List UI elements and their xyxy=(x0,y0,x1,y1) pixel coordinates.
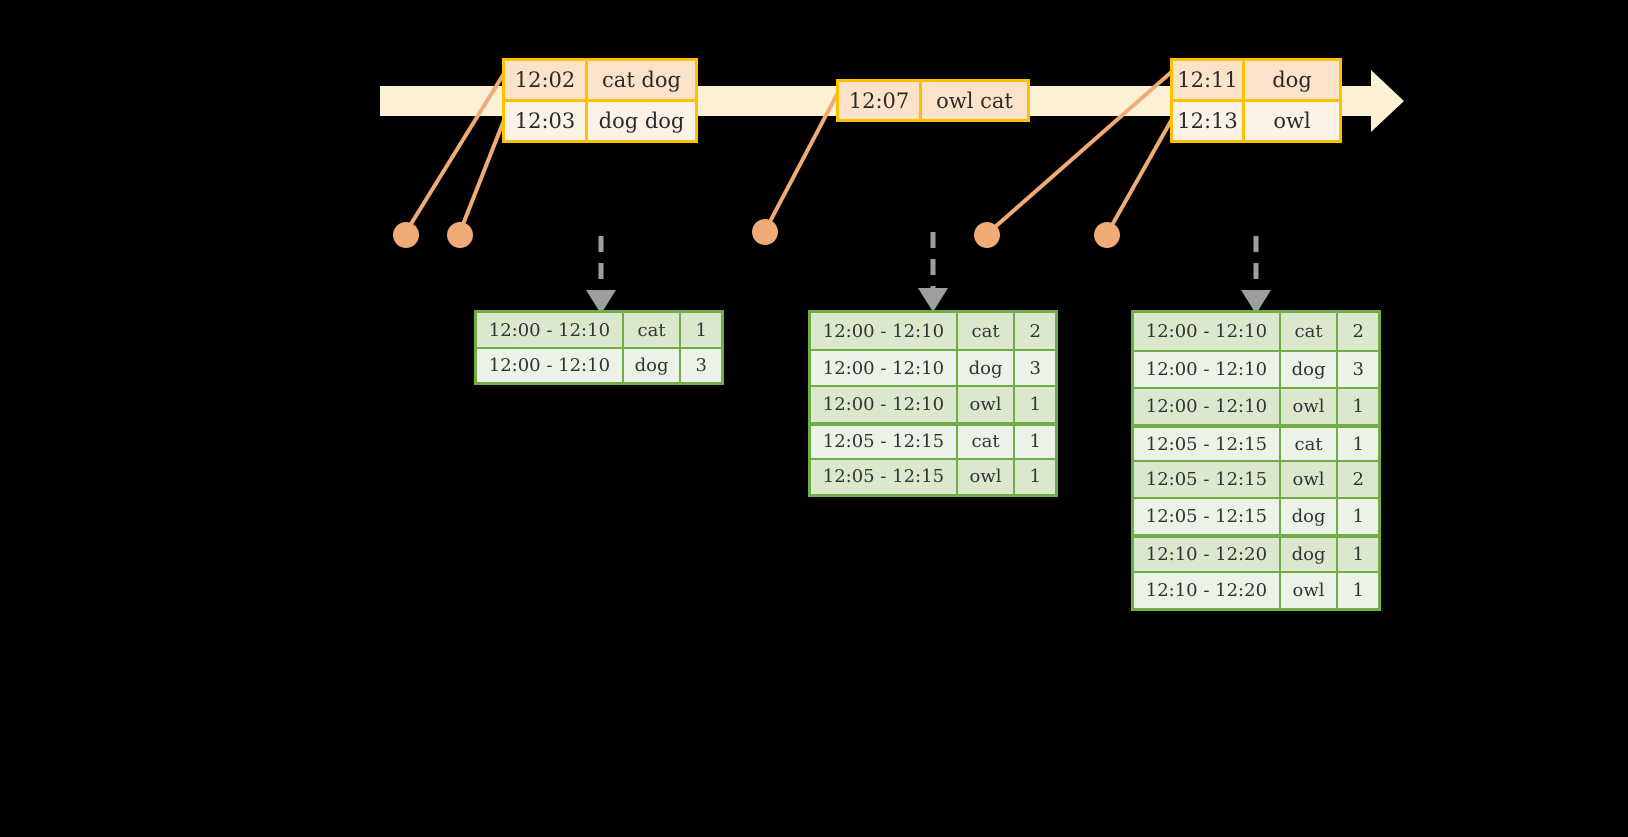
window-cell: 12:05 - 12:15 xyxy=(1134,499,1281,535)
count-cell: 1 xyxy=(1352,395,1364,417)
window-cell: 12:00 - 12:10 xyxy=(477,349,624,382)
connector-dot-2 xyxy=(447,222,473,248)
window-cell: 12:00 - 12:10 xyxy=(1134,388,1281,424)
timeline-arrow-head xyxy=(1371,70,1404,132)
event-words: cat dog xyxy=(602,68,681,92)
key-cell: cat xyxy=(958,425,1016,458)
event-row[interactable]: 12:13 owl xyxy=(1173,99,1339,140)
event-group-3[interactable]: 12:11 dog 12:13 owl xyxy=(1170,58,1342,143)
result-table-3[interactable]: 12:00 - 12:10 cat 2 12:00 - 12:10 dog 3 … xyxy=(1131,310,1381,611)
key-cell: cat xyxy=(958,313,1016,350)
event-time: 12:11 xyxy=(1173,61,1245,99)
table-row[interactable]: 12:00 - 12:10 cat 1 xyxy=(477,313,721,348)
connector-dots xyxy=(393,219,1120,248)
window-cell: 12:00 - 12:10 xyxy=(811,351,958,386)
table-row[interactable]: 12:00 - 12:10 cat 2 xyxy=(1134,313,1378,350)
table-row[interactable]: 12:00 - 12:10 cat 2 xyxy=(811,313,1055,350)
count-cell: 3 xyxy=(1029,357,1041,379)
window-cell: 12:10 - 12:20 xyxy=(1134,573,1281,609)
table-row[interactable]: 12:10 - 12:20 owl 1 xyxy=(1134,571,1378,609)
table-row[interactable]: 12:05 - 12:15 dog 1 xyxy=(1134,497,1378,535)
table-row[interactable]: 12:05 - 12:15 cat 1 xyxy=(1134,423,1378,461)
count-cell: 2 xyxy=(1352,320,1364,342)
table-row[interactable]: 12:00 - 12:10 owl 1 xyxy=(811,385,1055,422)
result-table-2[interactable]: 12:00 - 12:10 cat 2 12:00 - 12:10 dog 3 … xyxy=(808,310,1058,497)
key-cell: dog xyxy=(1281,538,1339,572)
connector-line-1203 xyxy=(458,109,510,233)
key-cell: dog xyxy=(1281,351,1339,387)
window-cell: 12:05 - 12:15 xyxy=(811,425,958,458)
window-cell: 12:10 - 12:20 xyxy=(1134,538,1281,572)
event-time: 12:13 xyxy=(1173,102,1245,140)
event-time: 12:07 xyxy=(839,82,922,119)
table-row[interactable]: 12:00 - 12:10 owl 1 xyxy=(1134,386,1378,424)
key-cell: dog xyxy=(1281,499,1339,535)
count-cell: 1 xyxy=(1029,393,1041,415)
window-cell: 12:00 - 12:10 xyxy=(1134,313,1281,350)
event-words: owl xyxy=(1273,109,1311,133)
connector-dot-3 xyxy=(752,219,778,245)
count-cell: 1 xyxy=(1352,580,1364,602)
key-cell: cat xyxy=(1281,427,1339,461)
result-table-1[interactable]: 12:00 - 12:10 cat 1 12:00 - 12:10 dog 3 xyxy=(474,310,724,385)
event-row[interactable]: 12:03 dog dog xyxy=(505,99,695,140)
connector-dot-1 xyxy=(393,222,419,248)
event-words: dog xyxy=(1272,68,1312,92)
window-cell: 12:00 - 12:10 xyxy=(811,313,958,350)
key-cell: owl xyxy=(958,387,1016,422)
count-cell: 1 xyxy=(1352,544,1364,566)
table-row[interactable]: 12:00 - 12:10 dog 3 xyxy=(811,349,1055,386)
event-group-2[interactable]: 12:07 owl cat xyxy=(836,79,1030,122)
key-cell: dog xyxy=(958,351,1016,386)
table-row[interactable]: 12:05 - 12:15 cat 1 xyxy=(811,421,1055,458)
event-words: dog dog xyxy=(598,109,685,133)
count-cell: 3 xyxy=(1352,358,1364,380)
key-cell: owl xyxy=(1281,388,1339,424)
event-time: 12:03 xyxy=(505,102,588,140)
window-cell: 12:05 - 12:15 xyxy=(811,459,958,494)
connector-line-1213 xyxy=(1105,111,1178,235)
connector-line-1202 xyxy=(404,65,510,234)
count-cell: 2 xyxy=(1352,469,1364,491)
count-cell: 2 xyxy=(1029,320,1041,342)
key-cell: dog xyxy=(624,349,682,382)
window-cell: 12:05 - 12:15 xyxy=(1134,462,1281,498)
window-cell: 12:00 - 12:10 xyxy=(477,313,624,348)
window-cell: 12:00 - 12:10 xyxy=(1134,351,1281,387)
table-row[interactable]: 12:05 - 12:15 owl 1 xyxy=(811,457,1055,494)
connector-line-1207 xyxy=(763,84,844,232)
count-cell: 1 xyxy=(1352,506,1364,528)
table-row[interactable]: 12:00 - 12:10 dog 3 xyxy=(477,347,721,382)
table-row[interactable]: 12:00 - 12:10 dog 3 xyxy=(1134,349,1378,387)
window-cell: 12:05 - 12:15 xyxy=(1134,427,1281,461)
count-cell: 1 xyxy=(1029,431,1041,453)
count-cell: 3 xyxy=(695,355,707,377)
table-row[interactable]: 12:05 - 12:15 owl 2 xyxy=(1134,460,1378,498)
connector-dot-4 xyxy=(974,222,1000,248)
flow-arrows xyxy=(598,232,1259,292)
event-group-1[interactable]: 12:02 cat dog 12:03 dog dog xyxy=(502,58,698,143)
event-row[interactable]: 12:07 owl cat xyxy=(839,82,1027,119)
key-cell: cat xyxy=(1281,313,1339,350)
window-cell: 12:00 - 12:10 xyxy=(811,387,958,422)
event-row[interactable]: 12:02 cat dog xyxy=(505,61,695,99)
event-time: 12:02 xyxy=(505,61,588,99)
count-cell: 1 xyxy=(695,319,707,341)
flow-arrow-head-2 xyxy=(918,288,948,312)
key-cell: owl xyxy=(1281,573,1339,609)
key-cell: owl xyxy=(1281,462,1339,498)
event-row[interactable]: 12:11 dog xyxy=(1173,61,1339,99)
key-cell: owl xyxy=(958,459,1016,494)
table-row[interactable]: 12:10 - 12:20 dog 1 xyxy=(1134,534,1378,572)
count-cell: 1 xyxy=(1352,433,1364,455)
event-words: owl cat xyxy=(936,88,1013,113)
connector-dot-5 xyxy=(1094,222,1120,248)
key-cell: cat xyxy=(624,313,682,348)
count-cell: 1 xyxy=(1029,466,1041,488)
